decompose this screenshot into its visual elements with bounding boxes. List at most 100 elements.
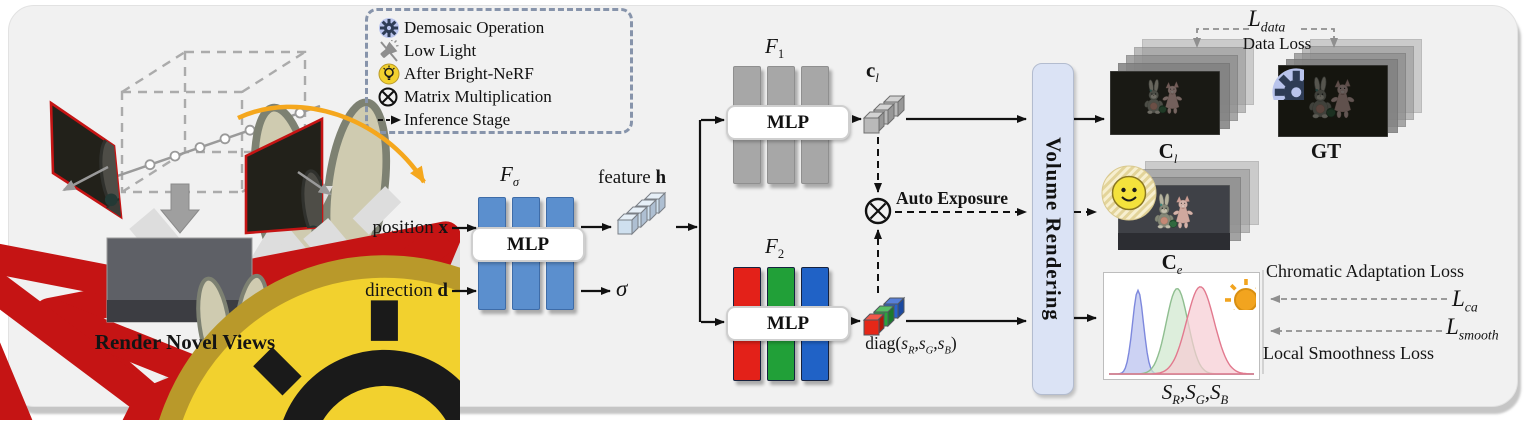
gt-image-stack (1278, 38, 1428, 140)
gt-stack-label: GT (1310, 139, 1342, 163)
rendered-novel-view-image (106, 237, 460, 420)
left-camera-plane (49, 100, 426, 420)
legend-label: Demosaic Operation (404, 17, 545, 37)
feature-h-label: feature h (598, 167, 666, 189)
direction-input-label: direction d (325, 280, 448, 302)
position-text: position (372, 217, 434, 238)
feature-text: feature (598, 167, 651, 188)
s-sep: , (1179, 380, 1186, 404)
s-chart-label: SR,SG,SB (1140, 380, 1250, 408)
diag-sub-g: G (925, 345, 934, 357)
matrix-multiplication-icon (378, 87, 398, 106)
l-data-label: Ldata (1248, 6, 1285, 36)
f-sigma-label: Fσ (500, 162, 519, 190)
cl-sub: l (875, 71, 879, 86)
direction-var: d (437, 280, 448, 301)
sigma-output-label: σ (616, 276, 628, 301)
legend-item-after-bright-nerf: After Bright-NeRF (377, 62, 630, 85)
l-ca-label: Lca (1452, 286, 1478, 316)
legend-label: Low Light (404, 40, 477, 60)
volume-rendering-label: Volume Rendering (1041, 137, 1066, 321)
f1-sub: 1 (777, 47, 785, 62)
cl-base: c (866, 58, 876, 82)
cl-image-stack (1110, 38, 1260, 140)
data-loss-caption: Data Loss (1242, 34, 1312, 53)
legend-item-low-light: Low Light (377, 39, 630, 62)
f2-base: F (765, 234, 778, 258)
local-smoothness-loss-caption: Local Smoothness Loss (1263, 343, 1434, 363)
sun-icon (1222, 276, 1256, 310)
diag-label: diag(sR,sG,sB) (836, 333, 986, 357)
diag-var-r: s (901, 333, 909, 353)
diag-sub-r: R (908, 345, 915, 357)
diag-sub-b: B (944, 345, 951, 357)
cl-stack-base: C (1158, 139, 1174, 163)
f2-sub: 2 (777, 247, 785, 262)
cl-stack-sub: l (1173, 152, 1178, 167)
s-var-r: S (1161, 380, 1173, 404)
demosaic-gear-icon (377, 17, 401, 39)
position-var: x (438, 217, 449, 238)
f-sigma-sub: σ (512, 175, 520, 190)
s-distribution-chart (1109, 286, 1255, 375)
f-sigma-mlp-block: MLP (471, 197, 585, 310)
legend-item-demosaic: Demosaic Operation (377, 16, 630, 39)
low-light-icon (377, 40, 401, 62)
s-sep: , (1204, 380, 1211, 404)
feature-var: h (655, 167, 667, 188)
position-input-label: position x (330, 217, 448, 239)
legend-item-inference-stage: Inference Stage (377, 108, 630, 131)
smiley-face-icon (1101, 165, 1157, 221)
f2-mlp-block: MLP (726, 267, 850, 381)
legend-label: Matrix Multiplication (404, 86, 552, 106)
cl-rendered-image (1110, 71, 1220, 135)
f-sigma-base: F (500, 162, 513, 186)
diag-sep: , (933, 333, 938, 353)
auto-exposure-label: Auto Exposure (896, 188, 1008, 208)
volume-rendering-block: Volume Rendering (1032, 63, 1074, 395)
l-smooth-label: Lsmooth (1446, 314, 1499, 344)
l-ca-base: L (1452, 286, 1465, 311)
scene-caption: Render Novel Views (94, 330, 276, 354)
direction-text: direction (365, 280, 433, 301)
f1-base: F (765, 34, 778, 58)
diag-sep: , (914, 333, 919, 353)
scene-bounding-cube (120, 50, 307, 194)
ce-stack-base: C (1161, 250, 1177, 274)
render-down-arrow (159, 183, 201, 234)
s-var-g: S (1185, 380, 1196, 404)
demosaic-gear-badge (1270, 66, 1304, 100)
legend-label: Inference Stage (404, 109, 511, 129)
cl-stack-label: Cl (1146, 139, 1190, 167)
diag-post: ) (950, 333, 957, 353)
l-data-base: L (1248, 6, 1261, 31)
legend-label: After Bright-NeRF (404, 63, 534, 83)
mlp-band: MLP (471, 227, 585, 262)
mlp-band: MLP (726, 306, 850, 341)
l-smooth-sub: smooth (1458, 327, 1499, 343)
legend-box: Demosaic Operation Low Light After Brigh… (365, 8, 633, 134)
f1-mlp-block: MLP (726, 66, 850, 184)
s-sub-b: B (1220, 393, 1229, 408)
s-sub-g: G (1195, 393, 1205, 408)
after-bright-nerf-bulb-icon (377, 63, 401, 85)
ce-stack-sub: e (1176, 263, 1183, 278)
f2-label: F2 (765, 234, 784, 262)
s-sub-r: R (1172, 393, 1180, 408)
camera-direction-arrow (62, 165, 109, 192)
l-ca-sub: ca (1464, 299, 1478, 315)
distribution-curve-S_R (1109, 286, 1255, 375)
ce-stack-label: Ce (1150, 250, 1194, 278)
mlp-band: MLP (726, 105, 850, 140)
s-var-b: S (1210, 380, 1221, 404)
diag-pre: diag( (865, 333, 902, 353)
cl-output-label: cl (866, 58, 879, 86)
diag-var-b: s (937, 333, 945, 353)
f1-label: F1 (765, 34, 784, 62)
diag-var-g: s (918, 333, 926, 353)
legend-item-matrix-multiplication: Matrix Multiplication (377, 85, 630, 108)
chromatic-adaptation-loss-title: Chromatic Adaptation Loss (1266, 261, 1464, 281)
l-smooth-base: L (1446, 314, 1459, 339)
l-data-sub: data (1260, 19, 1286, 35)
